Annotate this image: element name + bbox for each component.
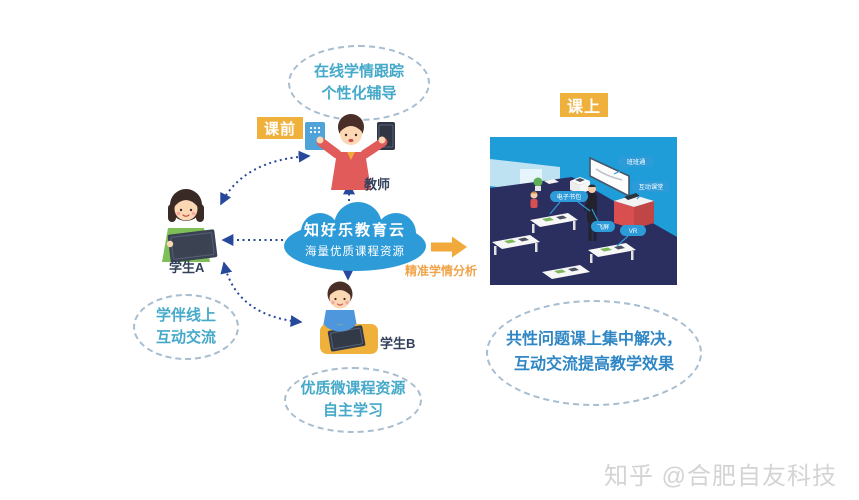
cloud-subtitle: 海量优质课程资源	[305, 246, 405, 258]
classroom-student-icon	[530, 191, 538, 215]
student-desks	[492, 213, 636, 279]
bubble-line: 自主学习	[322, 402, 383, 419]
bubble-line: 在线学情跟踪	[313, 63, 404, 81]
bubble-online-tracking: 在线学情跟踪 个性化辅导	[288, 45, 430, 121]
cloud-title: 知好乐教育云	[303, 222, 406, 239]
bubble-peer-online: 学伴线上 互动交流	[133, 294, 239, 360]
laptop-icon	[624, 193, 640, 200]
classroom-illustration: 班班通 互动课堂 电子书包 飞屏 VR	[490, 137, 677, 285]
podium-icon	[614, 193, 654, 229]
classroom-callouts: 班班通 互动课堂 电子书包 飞屏 VR	[550, 156, 670, 236]
teacher-figure	[305, 114, 395, 190]
pre-class-badge: 课前	[257, 117, 303, 139]
bubble-in-class-summary: 共性问题课上集中解决， 互动交流提高教学效果	[486, 300, 702, 406]
student-b-label: 学生B	[380, 336, 416, 351]
laptop-icon	[167, 229, 218, 262]
callout-banbantong: 班班通	[627, 158, 646, 166]
classroom-teacher-icon	[583, 184, 597, 241]
bubble-line: 互动交流	[155, 329, 216, 346]
bubble-line: 优质微课程资源	[300, 380, 406, 398]
bubble-micro-course: 优质微课程资源 自主学习	[284, 367, 422, 433]
cabinet-icon	[570, 177, 590, 194]
student-a-figure	[162, 189, 218, 262]
in-class-badge: 课上	[560, 93, 608, 117]
callout-e-schoolbag: 电子书包	[557, 193, 582, 201]
student-a-label: 学生A	[169, 260, 205, 275]
bubble-line: 个性化辅导	[321, 85, 397, 102]
callout-vr: VR	[629, 228, 638, 235]
bubble-line: 共性问题课上集中解决，	[505, 331, 682, 349]
cloud-shape	[284, 202, 426, 271]
analysis-arrow-icon	[431, 236, 467, 258]
callout-interactive-class: 互动课堂	[639, 183, 664, 191]
callout-screen-cast: 飞屏	[597, 224, 609, 231]
watermark: 知乎 @合肥自友科技	[603, 463, 837, 490]
plant-icon	[533, 177, 543, 191]
bubble-line: 互动交流提高教学效果	[513, 356, 674, 373]
cloud-text: 知好乐教育云 海量优质课程资源	[276, 219, 434, 259]
teacher-label: 教师	[364, 177, 391, 192]
bubble-line: 学伴线上	[155, 307, 216, 325]
analysis-caption: 精准学情分析	[404, 264, 477, 278]
arrow-studentA-studentB	[220, 261, 303, 328]
student-b-figure	[320, 281, 378, 354]
arrow-teacher-studentA	[220, 150, 311, 206]
